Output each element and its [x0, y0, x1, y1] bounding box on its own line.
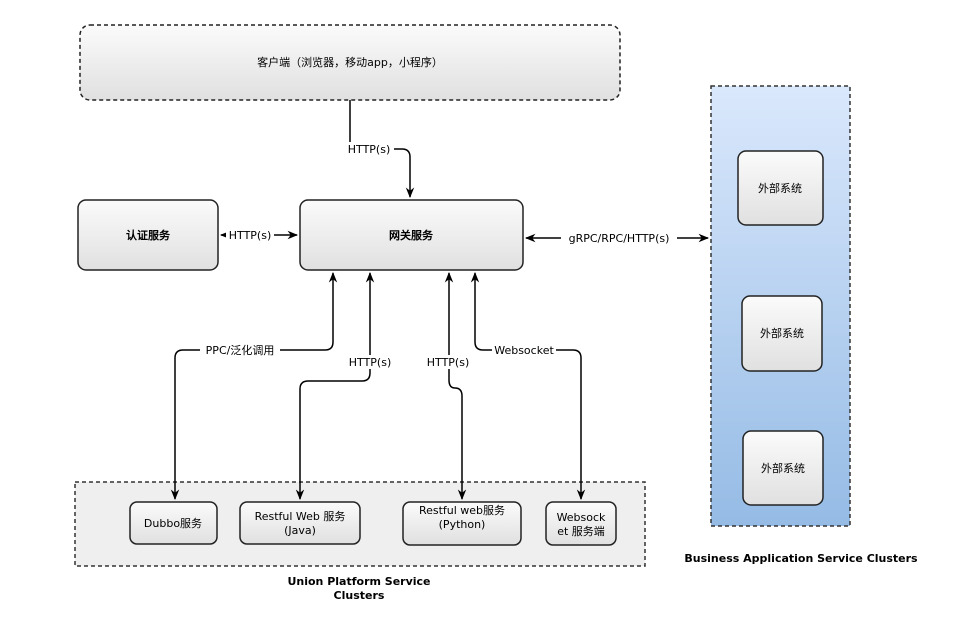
edge-label-client-gateway: HTTP(s): [348, 143, 390, 156]
edge-gateway-dubbo: [170, 271, 338, 501]
edge-client-gateway: [349, 100, 415, 199]
external-system-3: [742, 430, 824, 506]
dubbo-label: Dubbo服务: [144, 517, 202, 530]
edge-label-gateway-java: HTTP(s): [349, 356, 391, 369]
auth-node: [77, 199, 219, 271]
edge-label-auth-gateway: HTTP(s): [229, 229, 271, 242]
restful-java-node: [239, 501, 361, 545]
edge-gateway-java: [295, 271, 375, 501]
websocket-label-2: et 服务端: [557, 525, 605, 538]
restful-python-label-1: Restful web服务: [419, 504, 505, 517]
external-system-2: [741, 295, 823, 372]
restful-python-node: [402, 501, 522, 546]
websocket-label-1: Websock: [557, 511, 606, 524]
edge-label-gateway-dubbo: PPC/泛化调用: [206, 343, 275, 357]
edge-label-gateway-python: HTTP(s): [427, 356, 469, 369]
restful-java-label-1: Restful Web 服务: [255, 510, 346, 523]
gateway-node: [299, 199, 524, 271]
union-cluster-caption-1: Union Platform Service: [287, 575, 430, 588]
union-cluster-caption-2: Clusters: [334, 589, 385, 602]
edge-label-gateway-websocket: Websocket: [494, 344, 554, 357]
edge-gateway-websocket: [470, 271, 586, 501]
external-system-1-label: 外部系统: [758, 181, 802, 195]
restful-java-label-2: (Java): [284, 524, 316, 537]
external-system-3-label: 外部系统: [761, 461, 805, 475]
restful-python-label-2: (Python): [439, 518, 486, 531]
edge-gateway-python: [444, 271, 467, 501]
client-node: [79, 24, 621, 101]
external-system-2-label: 外部系统: [760, 326, 804, 340]
client-label: 客户端（浏览器，移动app，小程序）: [257, 55, 443, 69]
auth-label: 认证服务: [126, 228, 171, 242]
websocket-server-node: [545, 501, 617, 546]
gateway-label: 网关服务: [389, 228, 434, 242]
dubbo-node: [129, 501, 218, 545]
external-system-1: [737, 150, 824, 226]
business-cluster-caption: Business Application Service Clusters: [684, 552, 918, 565]
edge-label-gateway-external: gRPC/RPC/HTTP(s): [569, 232, 670, 245]
